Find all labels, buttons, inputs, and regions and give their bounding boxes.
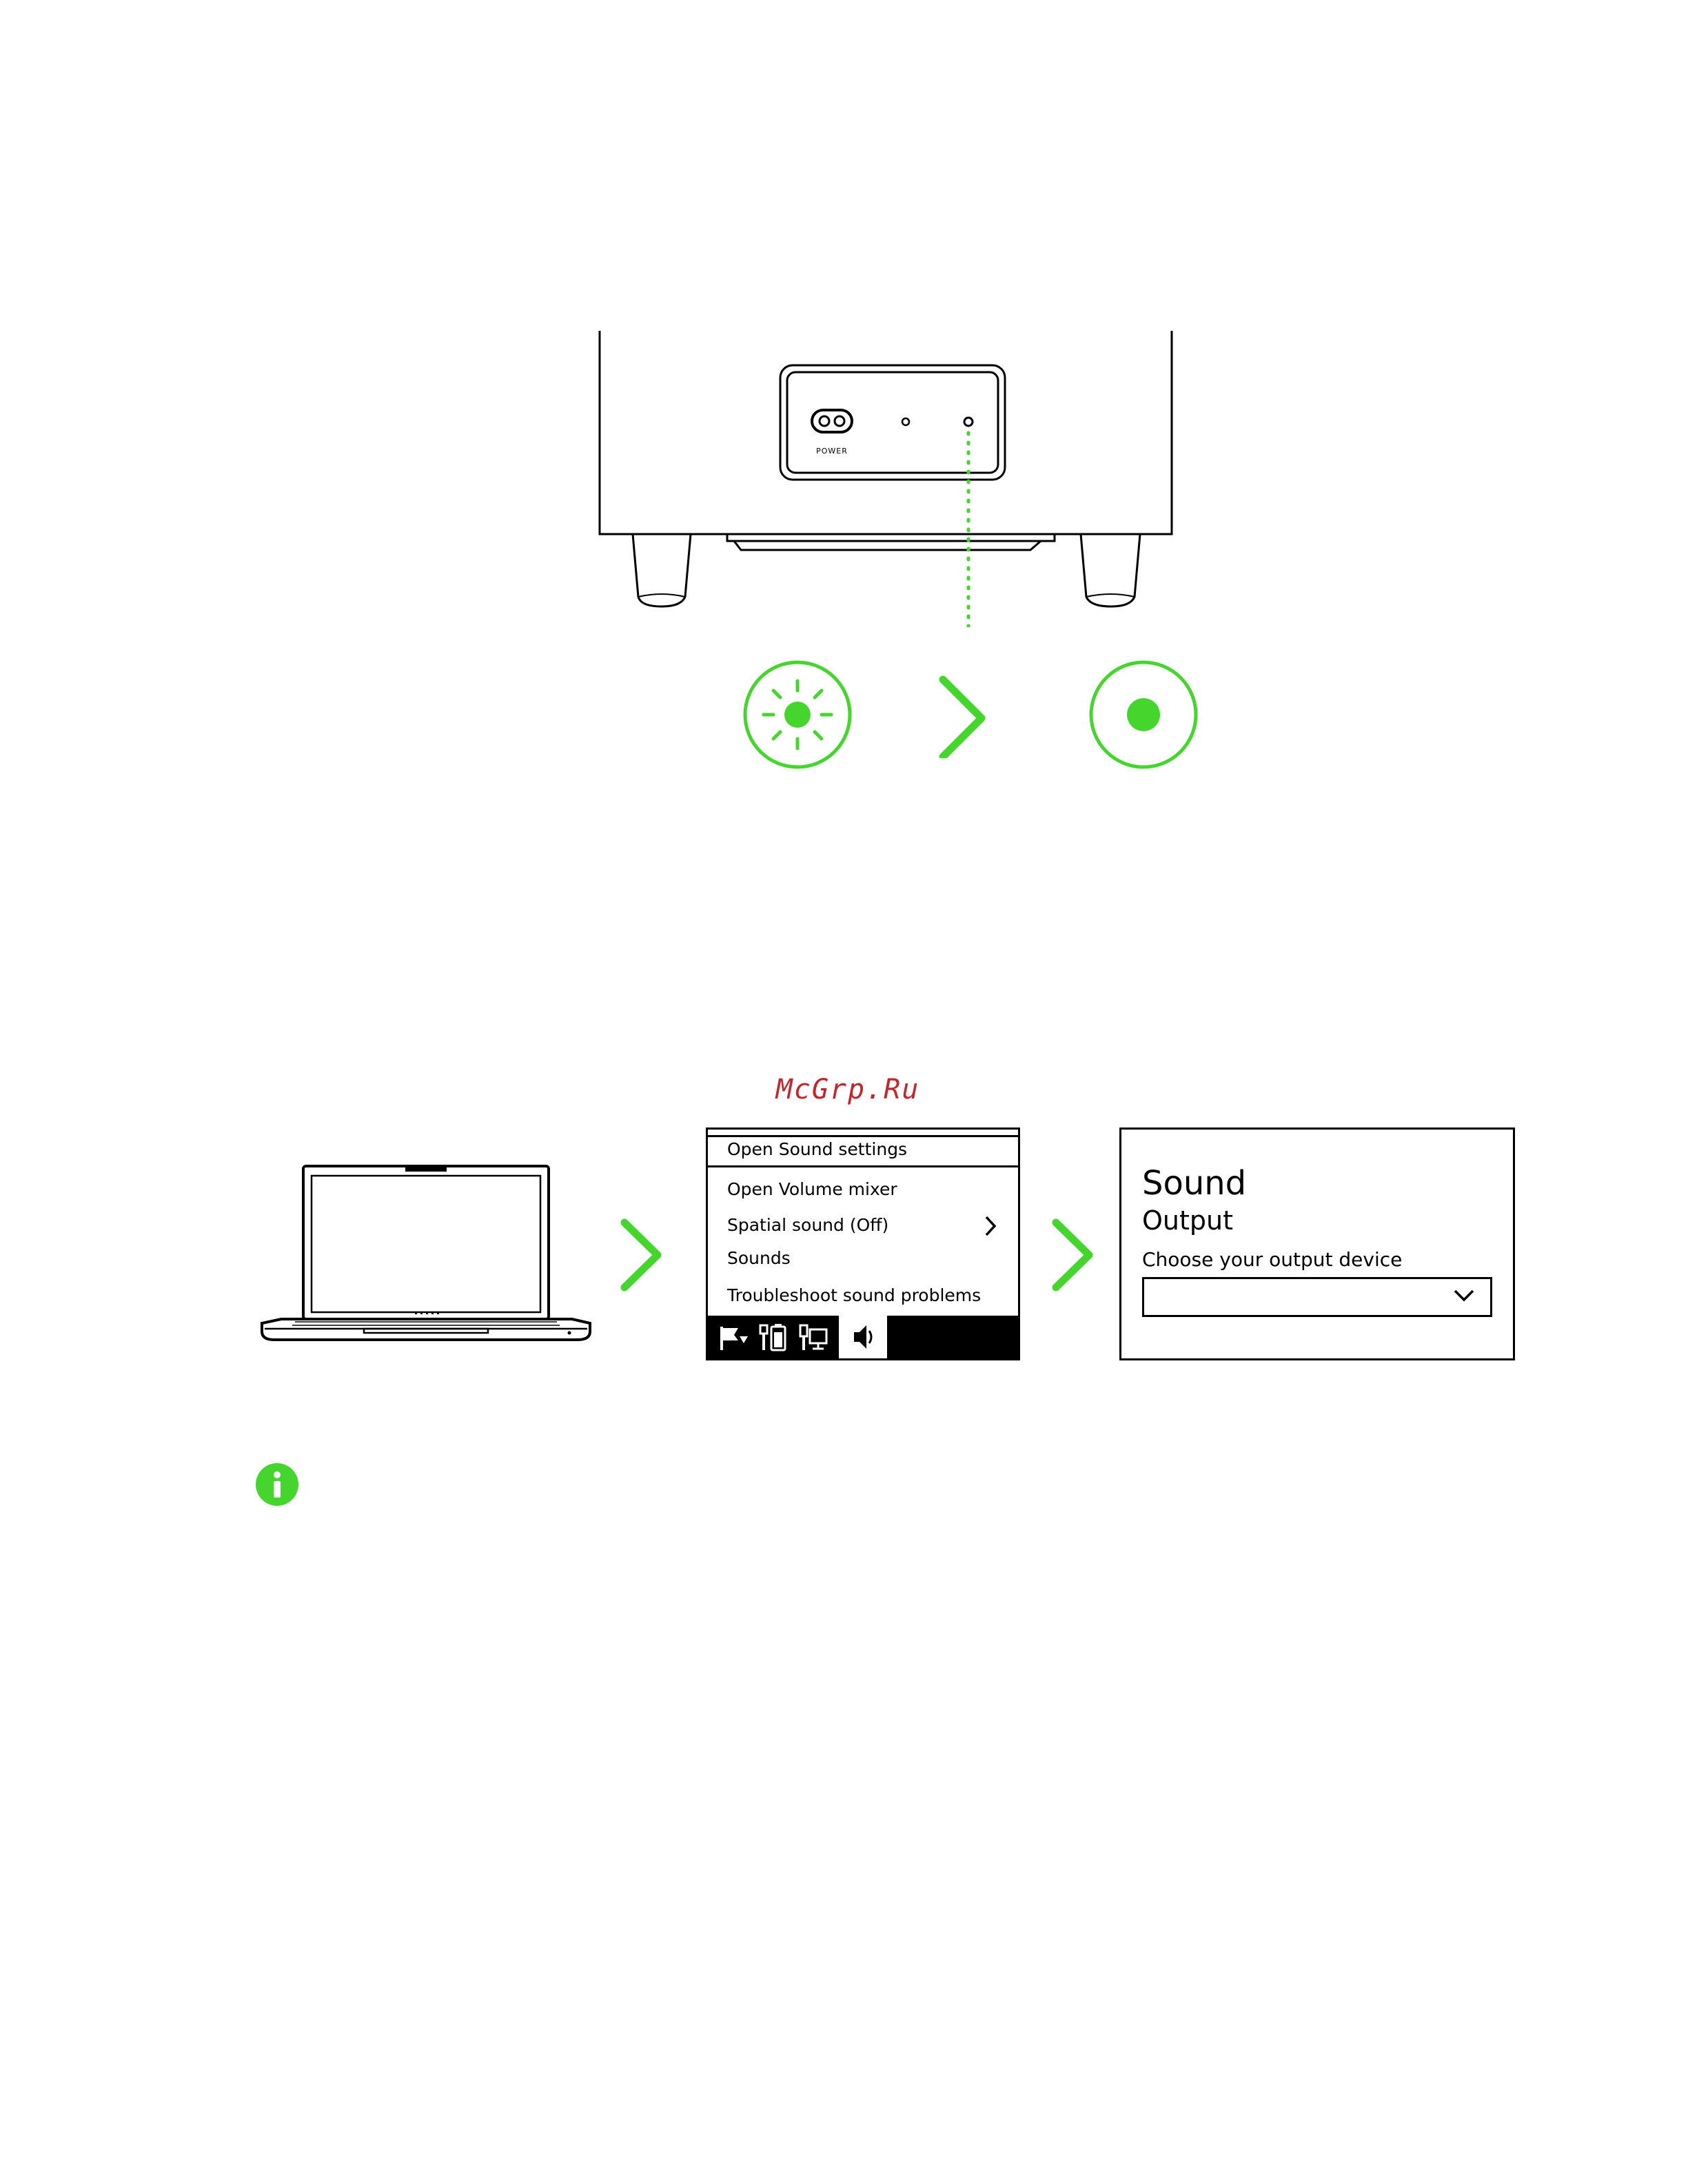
led-blinking-icon (742, 659, 853, 770)
menu-item-open-sound-settings[interactable]: Open Sound settings (727, 1139, 907, 1159)
info-icon (255, 1462, 299, 1507)
menu-item-troubleshoot[interactable]: Troubleshoot sound problems (727, 1285, 981, 1305)
led-solid-icon (1088, 659, 1199, 770)
sound-context-menu: Open Sound settings Open Volume mixer Sp… (706, 1127, 1020, 1360)
chevron-right-icon (936, 675, 991, 758)
subwoofer-illustration: POWER (593, 331, 1186, 627)
volume-icon[interactable] (839, 1316, 887, 1358)
output-device-label: Choose your output device (1142, 1248, 1402, 1271)
chevron-right-icon (1049, 1217, 1097, 1293)
flag-icon[interactable] (718, 1323, 752, 1353)
menu-item-spatial-sound[interactable]: Spatial sound (Off) (727, 1215, 888, 1235)
menu-item-sounds[interactable]: Sounds (727, 1248, 791, 1268)
menu-item-open-volume-mixer[interactable]: Open Volume mixer (727, 1179, 897, 1199)
sound-settings-panel: Sound Output Choose your output device (1119, 1127, 1515, 1360)
chevron-right-icon (618, 1217, 666, 1293)
laptop-icon (254, 1163, 598, 1349)
output-device-dropdown[interactable] (1142, 1277, 1492, 1317)
sound-title: Sound (1142, 1164, 1246, 1203)
output-heading: Output (1142, 1205, 1233, 1236)
network-icon[interactable] (797, 1323, 832, 1353)
chevron-right-icon (984, 1215, 997, 1237)
chevron-down-icon (1453, 1289, 1475, 1303)
usb-battery-icon[interactable] (756, 1323, 791, 1353)
power-port-label: POWER (808, 447, 856, 456)
watermark: McGrp.Ru (710, 1074, 986, 1105)
taskbar (708, 1316, 1018, 1358)
